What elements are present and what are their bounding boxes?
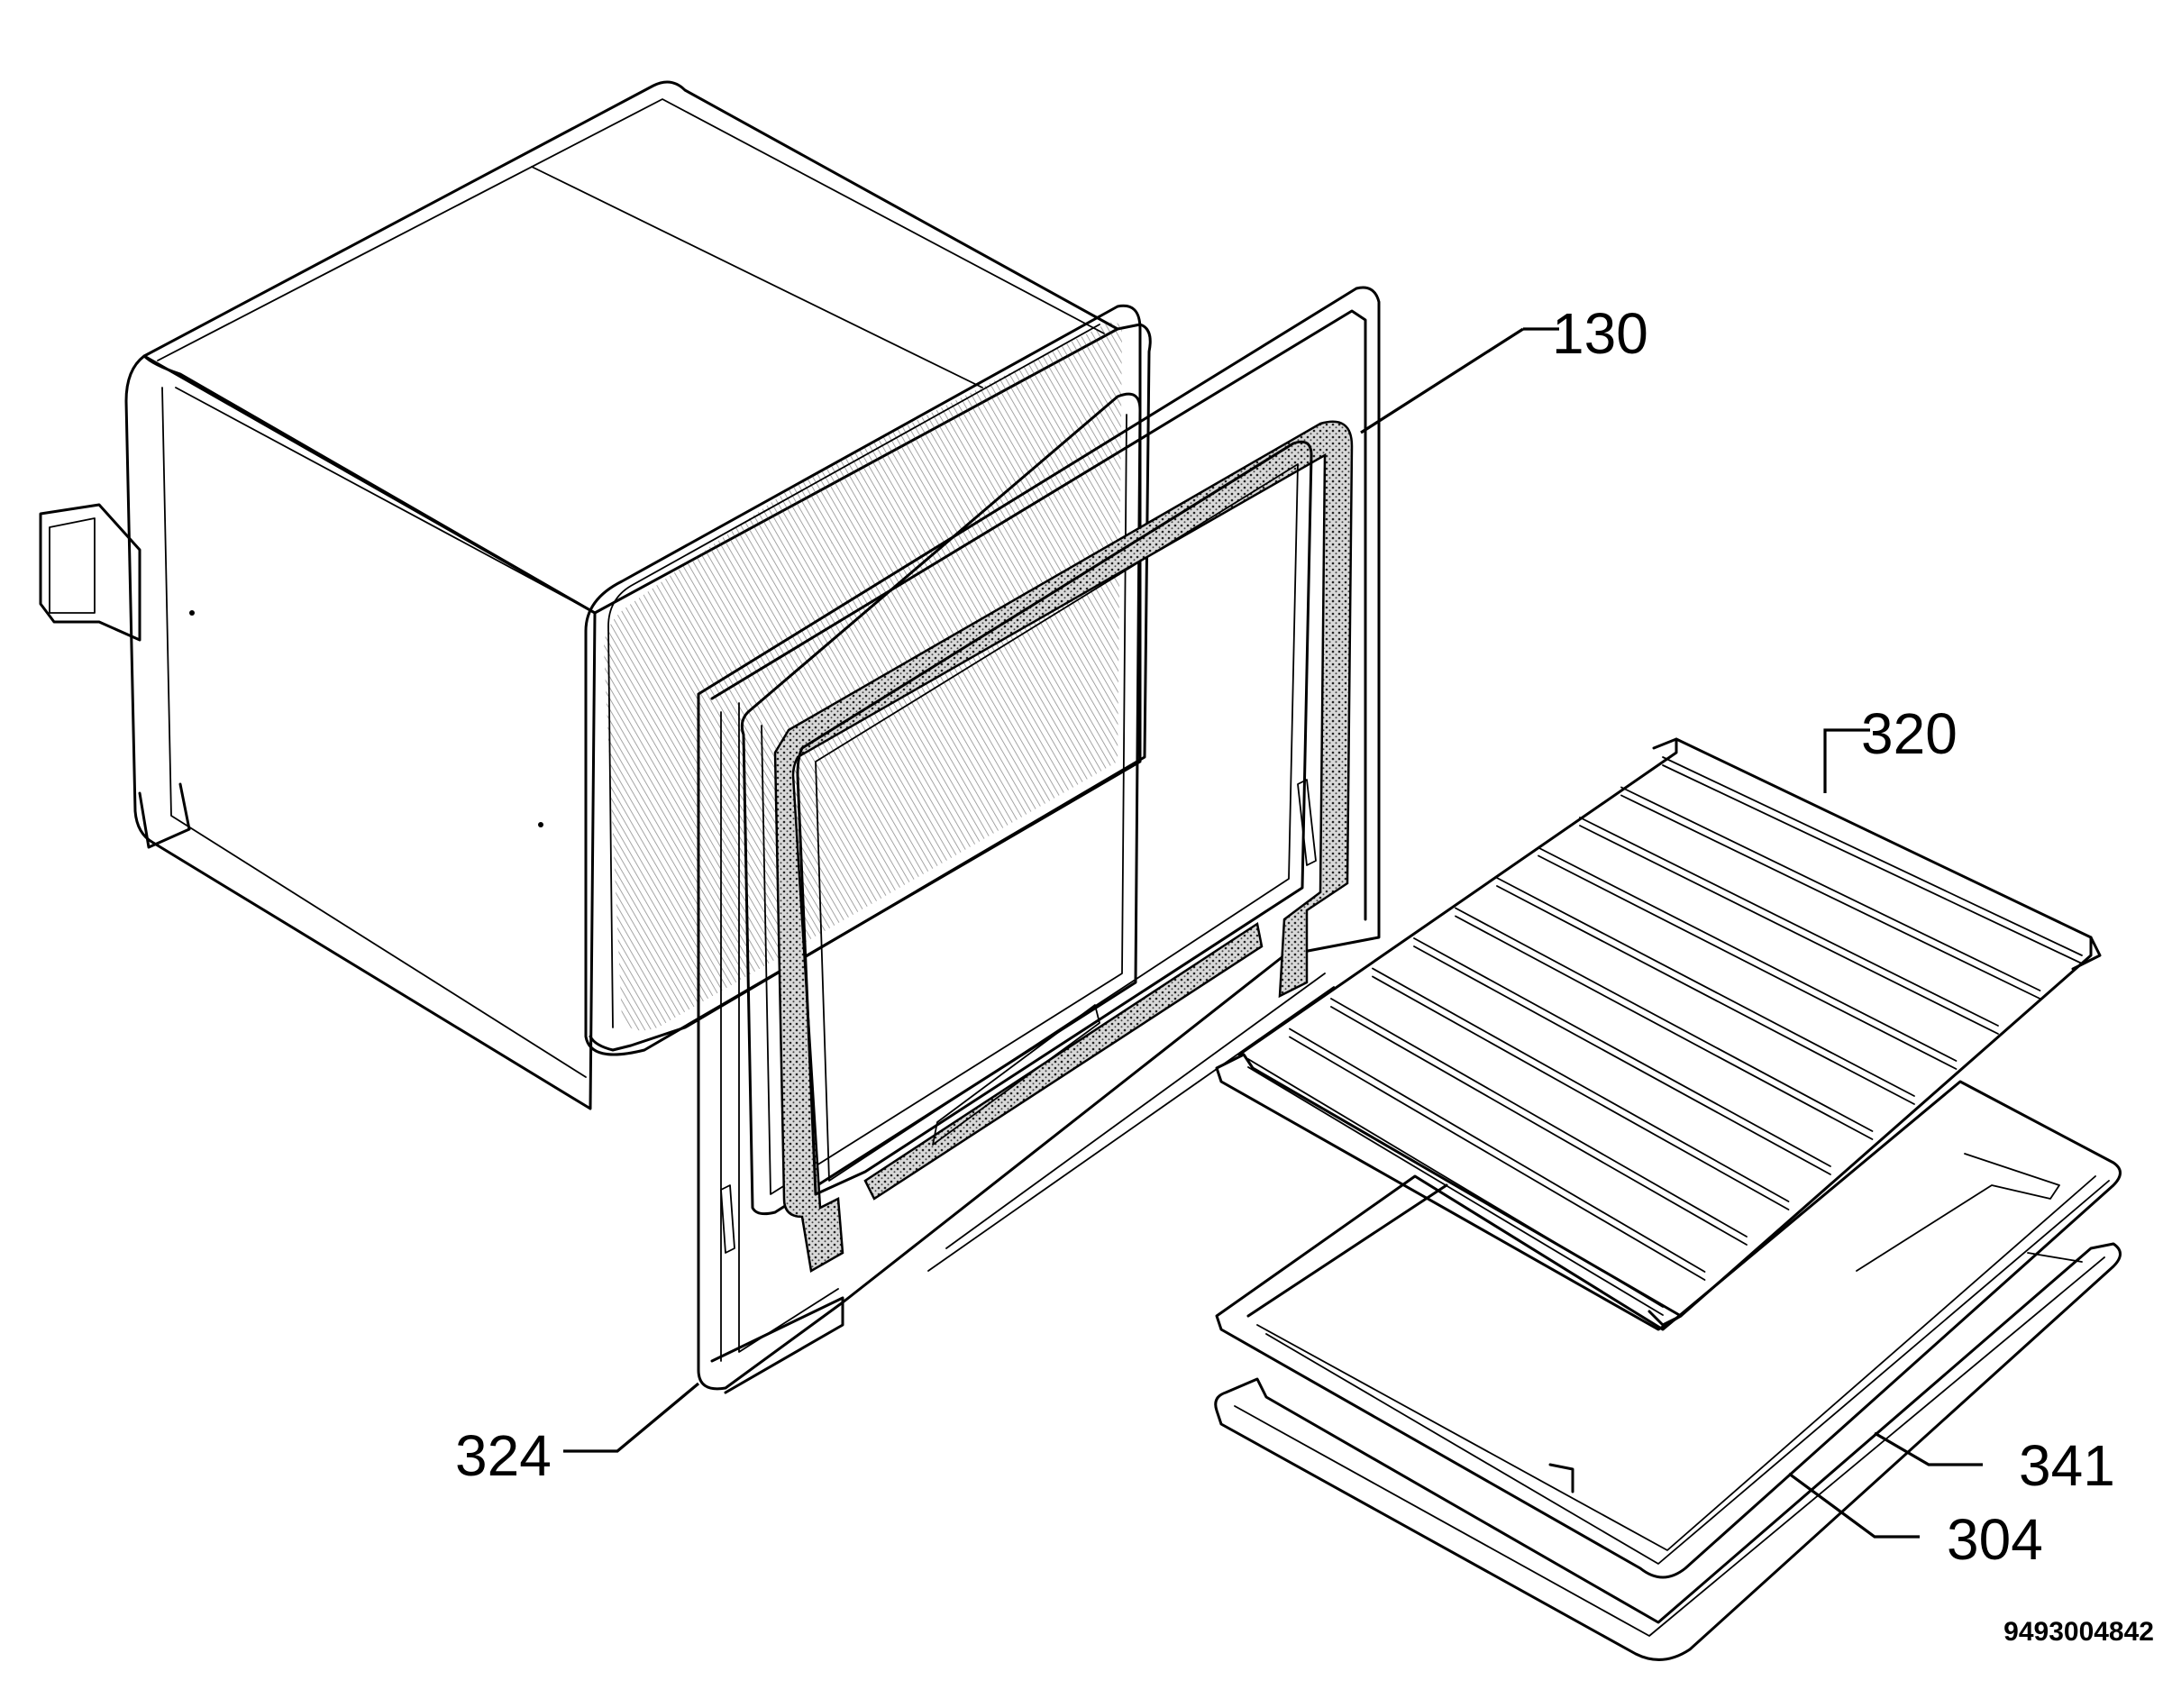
rack-wire bbox=[1330, 1006, 1748, 1246]
rack-wire bbox=[1538, 854, 1958, 1070]
rack-wire bbox=[1289, 1036, 1706, 1281]
rack-wire bbox=[1372, 967, 1790, 1202]
shelf-rack bbox=[1215, 737, 2102, 1331]
drip-pan bbox=[1214, 1242, 2122, 1661]
rack-wire bbox=[1662, 764, 2083, 964]
rack-wire bbox=[1372, 975, 1790, 1210]
rack-wire bbox=[1247, 1066, 1664, 1316]
rack-wire bbox=[1413, 937, 1831, 1167]
rack-wire bbox=[1496, 877, 1915, 1097]
rack-wires bbox=[1247, 756, 2083, 1316]
rack-wire bbox=[1662, 756, 2083, 956]
rack-wire bbox=[1455, 907, 1874, 1132]
rack-wire bbox=[1579, 825, 1999, 1035]
rack-wire bbox=[1620, 786, 2041, 991]
callout-320: 320 bbox=[1861, 701, 1958, 766]
callout-341: 341 bbox=[2019, 1433, 2115, 1498]
rack-wire bbox=[1289, 1028, 1706, 1273]
callout-leaders bbox=[563, 327, 1983, 1539]
document-number: 9493004842 bbox=[2003, 1617, 2154, 1647]
callout-304: 304 bbox=[1947, 1507, 2043, 1572]
oven-cavity bbox=[39, 80, 1152, 1110]
rack-wire bbox=[1330, 998, 1748, 1238]
callout-130: 130 bbox=[1552, 301, 1648, 366]
front-frame bbox=[697, 286, 1381, 1394]
rack-wire bbox=[1538, 846, 1958, 1062]
rack-wire bbox=[1455, 915, 1874, 1140]
rack-wire bbox=[1247, 1058, 1664, 1308]
door-seal bbox=[773, 420, 1354, 1273]
rack-wire bbox=[1579, 817, 1999, 1027]
rack-wire bbox=[1413, 945, 1831, 1175]
baking-tray bbox=[1215, 1080, 2122, 1579]
rack-wire bbox=[1496, 885, 1915, 1105]
callout-324: 324 bbox=[455, 1423, 552, 1488]
rack-wire bbox=[1620, 794, 2041, 1000]
